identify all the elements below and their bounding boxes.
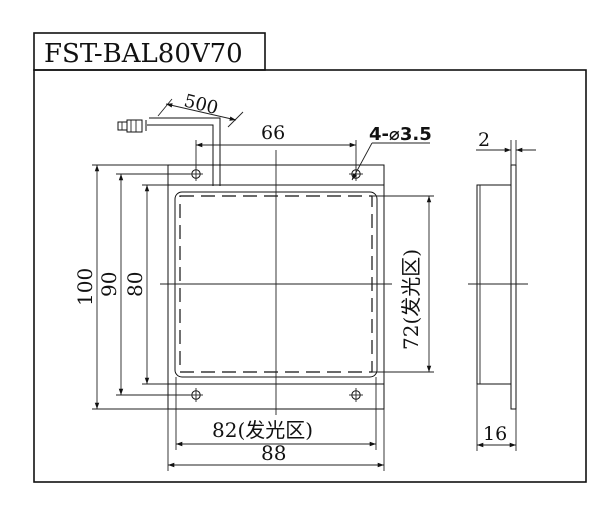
drawing-frame [33,69,587,483]
side-body [476,184,512,385]
holes-leader [351,142,373,181]
mounting-hole-tr [349,167,363,181]
dim-cable-ext-1 [157,98,173,117]
dim-hole-spacing: 66 [261,122,285,144]
dim-cable-line [165,103,237,121]
mounting-hole-br [349,388,363,402]
dim-height-body: 80 [123,272,147,297]
mounting-hole-tl [189,167,203,181]
dim-depth: 16 [483,423,507,445]
model-title: FST-BAL80V70 [44,39,243,69]
dim-emit-width: 82(发光区) [212,418,313,442]
side-view: 2 16 [468,129,536,451]
mounting-hole-bl [189,388,203,402]
title-box [33,32,266,71]
dim-width-total: 88 [261,441,286,465]
dim-height-holes: 90 [97,272,121,297]
side-plate [510,164,517,410]
front-view: 500 66 4-⌀3.5 100 90 80 72(发光区) [73,90,434,471]
dim-cable-length: 500 [182,90,220,119]
dim-height-total: 100 [73,268,97,306]
connector-icon [117,119,143,133]
dim-emit-height: 72(发光区) [399,249,423,350]
cable [141,117,221,186]
dim-thickness: 2 [478,129,490,151]
holes-callout: 4-⌀3.5 [369,124,432,145]
